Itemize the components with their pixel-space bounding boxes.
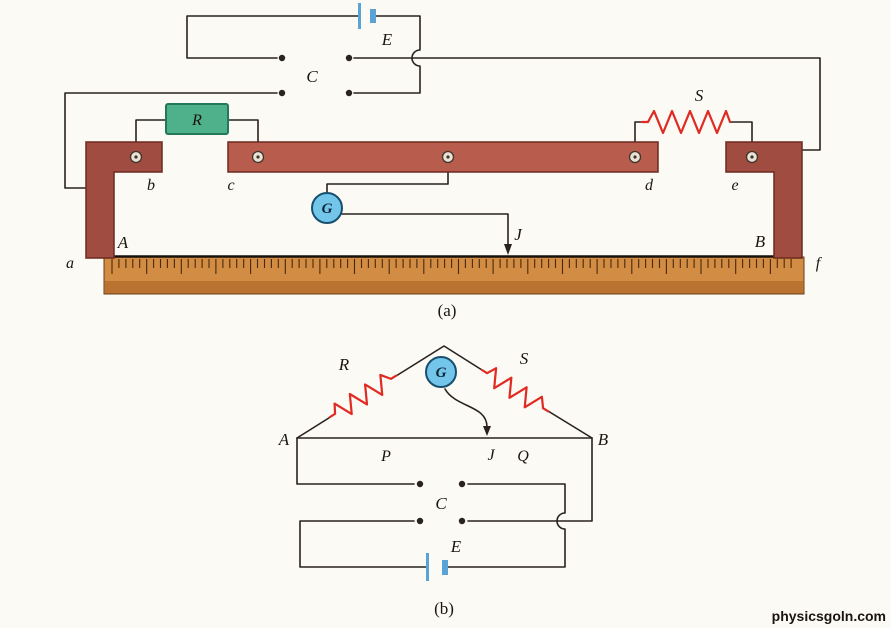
binding-posts — [129, 150, 759, 164]
resistor-s-label: S — [695, 86, 704, 105]
post-center-dot — [750, 155, 754, 159]
galvanometer-to-jockey-curve — [444, 388, 488, 428]
wire-key-to-battery-right-with-hop — [447, 483, 566, 568]
wire-battery-to-key-right-with-hop — [353, 15, 421, 94]
binding-post-centers — [134, 155, 754, 159]
figure-a: R S E C — [64, 3, 823, 320]
label-S-b: S — [520, 349, 529, 368]
wire-slant-left-lower — [296, 415, 333, 439]
copper-strips — [85, 141, 803, 259]
wire-apex — [395, 345, 483, 377]
galvanometer-icon-b — [425, 356, 457, 388]
post-center-dot — [256, 155, 260, 159]
post-center-dot — [446, 155, 450, 159]
figure-b: G R S A B P J Q C E (b) — [278, 345, 609, 618]
figure-b-caption: (b) — [434, 599, 454, 618]
metre-scale — [103, 256, 805, 295]
resistor-r-box — [165, 103, 229, 135]
resistor-r-zigzag-icon — [328, 373, 398, 419]
galvanometer-icon-a — [311, 192, 343, 224]
wires-a — [64, 15, 821, 246]
wire-battery-to-key-left — [186, 15, 359, 59]
wires-b — [296, 345, 593, 568]
key-c-a — [278, 54, 353, 97]
wire-a-to-key — [296, 437, 415, 485]
key-contact-dot — [458, 517, 466, 525]
end-label-B: B — [755, 232, 766, 251]
ruler-lower-band — [105, 281, 803, 294]
label-A-b: A — [278, 430, 290, 449]
wire-key-to-end-a — [64, 92, 278, 189]
post-label-d: d — [645, 177, 654, 194]
wire-resistor-r-to-post-c — [227, 119, 259, 152]
resistor-s-zigzag-icon-b — [480, 367, 550, 413]
key-contact-dot — [416, 517, 424, 525]
battery-short-plate — [442, 560, 448, 575]
key-contact-dot — [345, 89, 353, 97]
left-copper-strip — [85, 141, 163, 259]
battery-long-plate — [426, 553, 429, 581]
wire-key-to-battery-left — [299, 520, 427, 568]
key-c-b — [416, 480, 466, 525]
right-copper-strip — [725, 141, 803, 259]
post-center-dot — [633, 155, 637, 159]
ruler-ticks — [111, 259, 792, 274]
wire-b-to-key — [467, 437, 593, 522]
watermark: physicsgoln.com — [772, 608, 886, 624]
wire-key-to-end-f — [353, 57, 821, 151]
label-C-b: C — [435, 494, 447, 513]
label-Q-b: Q — [517, 448, 529, 465]
jockey-arrowhead — [504, 244, 512, 255]
post-label-e: e — [731, 177, 738, 194]
battery-label-a: E — [381, 30, 393, 49]
label-J-b: J — [487, 447, 495, 464]
wire-slant-right-lower — [547, 410, 593, 439]
battery-icon-a — [358, 3, 376, 29]
zigzag-path — [328, 373, 398, 419]
jockey-label-a: J — [514, 225, 523, 244]
resistor-r-label: R — [191, 112, 202, 129]
wire-post-b-to-resistor-r — [135, 119, 167, 152]
battery-long-plate — [358, 3, 361, 29]
label-R-b: R — [338, 355, 350, 374]
key-contact-dot — [278, 89, 286, 97]
wire-galvanometer-to-jockey — [339, 213, 509, 246]
key-contact-dot — [458, 480, 466, 488]
key-contact-dot — [278, 54, 286, 62]
post-label-c: c — [227, 177, 234, 194]
label-E-b: E — [450, 537, 462, 556]
wire-post-to-galvanometer — [326, 162, 449, 193]
zigzag-path — [480, 367, 550, 413]
battery-icon-b — [426, 553, 448, 581]
label-P-b: P — [380, 448, 391, 465]
key-contact-dot — [345, 54, 353, 62]
figure-a-caption: (a) — [438, 301, 457, 320]
end-label-A: A — [117, 233, 129, 252]
label-B-b: B — [598, 430, 609, 449]
resistor-s-zigzag-icon — [640, 109, 732, 135]
key-contact-dot — [416, 480, 424, 488]
galvanometer-label-b: G — [436, 365, 447, 381]
key-label-a: C — [306, 67, 318, 86]
post-center-dot — [134, 155, 138, 159]
post-label-b: b — [147, 177, 155, 194]
battery-short-plate — [370, 9, 376, 23]
corner-label-f: f — [816, 255, 823, 272]
jockey-arrowhead-b — [483, 426, 491, 436]
corner-label-a: a — [66, 255, 74, 272]
galvanometer-label-a: G — [322, 201, 333, 217]
